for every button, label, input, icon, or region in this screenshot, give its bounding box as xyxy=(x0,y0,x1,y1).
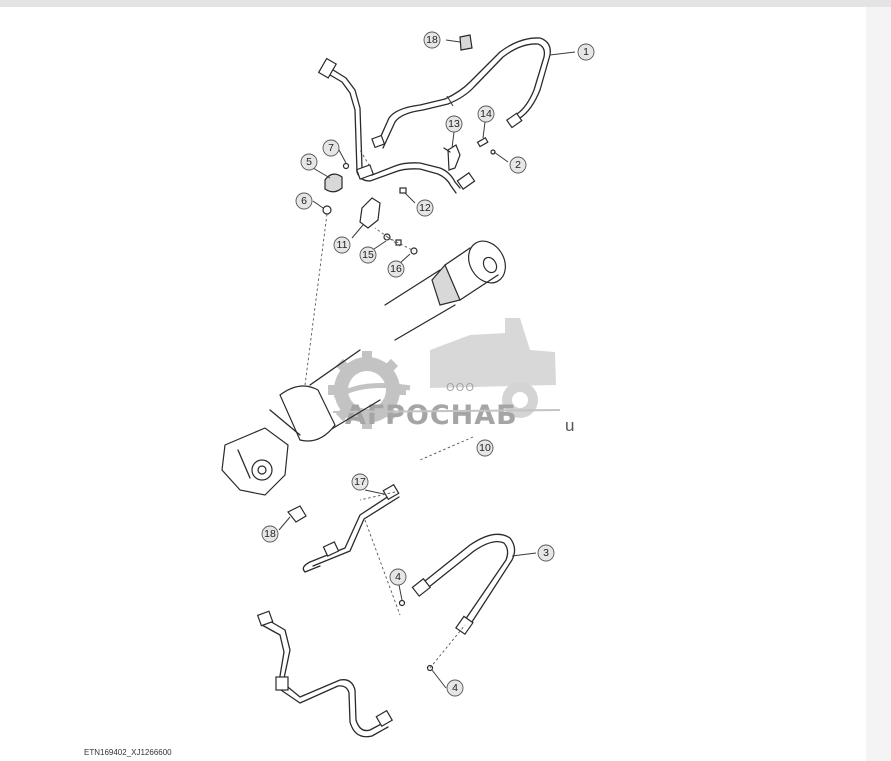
callout-2: 2 xyxy=(509,156,527,174)
svg-text:11: 11 xyxy=(337,239,348,251)
svg-text:6: 6 xyxy=(301,195,307,207)
lower-hose xyxy=(398,533,516,672)
bracket-11 xyxy=(359,197,381,229)
svg-text:12: 12 xyxy=(419,202,431,214)
callout-10: 10 xyxy=(476,439,494,457)
svg-text:2: 2 xyxy=(515,159,521,171)
callout-15: 15 xyxy=(359,246,377,264)
svg-text:7: 7 xyxy=(328,142,334,154)
callout-3: 3 xyxy=(537,544,555,562)
svg-text:4: 4 xyxy=(395,571,401,583)
callout-leaders xyxy=(278,39,576,689)
bottom-tube xyxy=(256,610,394,738)
callout-17: 17 xyxy=(351,473,369,491)
callout-6: 6 xyxy=(295,192,313,210)
svg-text:3: 3 xyxy=(543,547,549,559)
svg-text:10: 10 xyxy=(479,442,491,454)
watermark-truck-icon xyxy=(430,318,556,418)
svg-text:17: 17 xyxy=(354,476,366,488)
callout-18-bottom: 18 xyxy=(261,525,279,543)
callout-5: 5 xyxy=(300,153,318,171)
window-top-border xyxy=(0,0,891,7)
watermark-gear-icon xyxy=(328,351,411,429)
svg-text:18: 18 xyxy=(264,528,276,540)
bracket-13 xyxy=(443,144,461,171)
watermark-logo: ООО АГРОСНАБ u xyxy=(328,318,574,435)
callout-4a: 4 xyxy=(389,568,407,586)
upper-hose xyxy=(371,37,551,149)
hydraulic-cylinder xyxy=(221,240,506,496)
svg-text:15: 15 xyxy=(362,249,374,261)
callout-7: 7 xyxy=(322,139,340,157)
small-fittings xyxy=(322,34,496,255)
svg-text:4: 4 xyxy=(452,682,458,694)
tube-17 xyxy=(287,483,400,573)
svg-text:13: 13 xyxy=(448,118,460,130)
svg-text:18: 18 xyxy=(426,34,438,46)
callout-18-top: 18 xyxy=(423,31,441,49)
callout-4b: 4 xyxy=(446,679,464,697)
callout-16: 16 xyxy=(387,260,405,278)
svg-text:1: 1 xyxy=(583,46,589,58)
figure-id: ETN169402_XJ1266600 xyxy=(84,748,172,757)
watermark-suffix: u xyxy=(565,416,574,435)
svg-text:16: 16 xyxy=(390,263,402,275)
callout-13: 13 xyxy=(445,115,463,133)
callout-1: 1 xyxy=(577,43,595,61)
upper-left-tube xyxy=(317,57,476,194)
right-gutter xyxy=(866,7,891,761)
dashed-leaders xyxy=(304,149,474,669)
watermark-name: АГРОСНАБ xyxy=(345,400,518,431)
callout-12: 12 xyxy=(416,199,434,217)
callout-14: 14 xyxy=(477,105,495,123)
svg-text:14: 14 xyxy=(480,108,492,120)
watermark-prefix: ООО xyxy=(446,381,475,394)
svg-text:5: 5 xyxy=(306,156,312,168)
callout-11: 11 xyxy=(333,236,351,254)
